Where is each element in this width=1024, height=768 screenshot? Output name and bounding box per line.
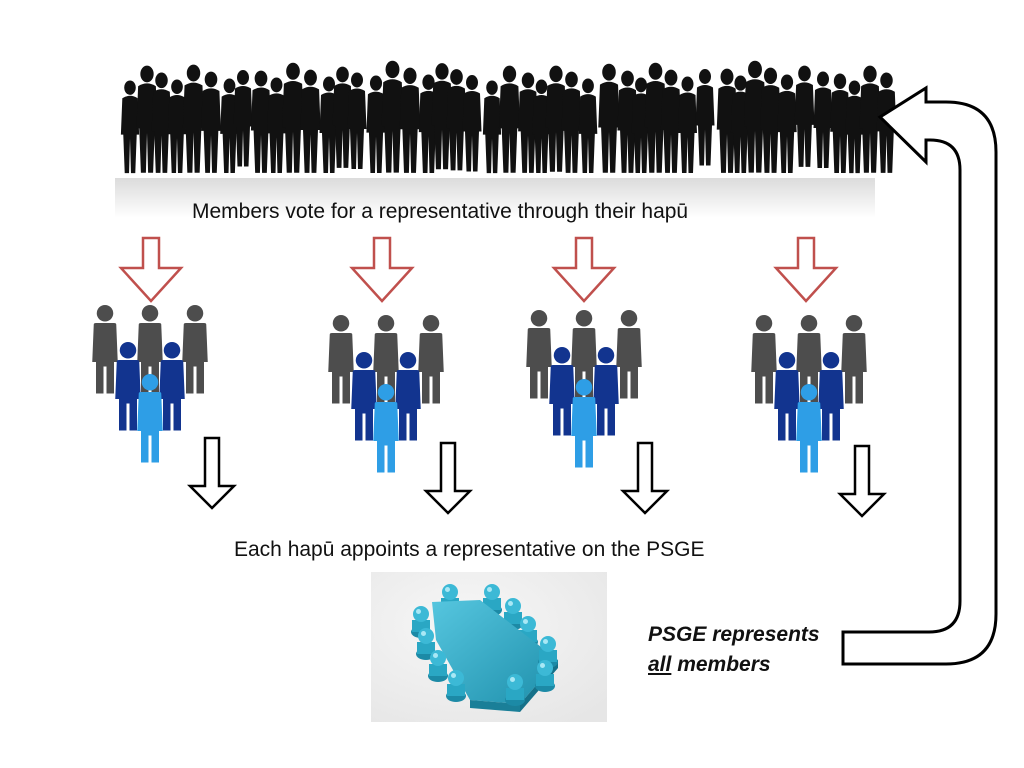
appoint-arrow-down-icon-3	[619, 441, 671, 515]
appoint-arrow-down-icon-2	[422, 441, 474, 515]
caption-psge-line2: all members	[648, 650, 820, 680]
caption-psge-represents: PSGE represents all members	[648, 620, 820, 680]
vote-arrow-down-icon-2	[349, 236, 415, 303]
caption-members-vote: Members vote for a representative throug…	[192, 200, 689, 223]
vote-arrow-down-icon-4	[773, 236, 839, 303]
caption-psge-line2-rest: members	[671, 653, 771, 676]
appoint-arrow-down-icon-4	[836, 444, 888, 518]
vote-arrow-down-icon-3	[551, 236, 617, 303]
caption-psge-line1: PSGE represents	[648, 623, 820, 646]
emphasis-all: all	[648, 653, 672, 676]
appoint-arrow-down-icon-1	[186, 436, 238, 510]
caption-hapu-appoints: Each hapū appoints a representative on t…	[234, 538, 705, 561]
vote-arrow-down-icon-1	[118, 236, 184, 303]
